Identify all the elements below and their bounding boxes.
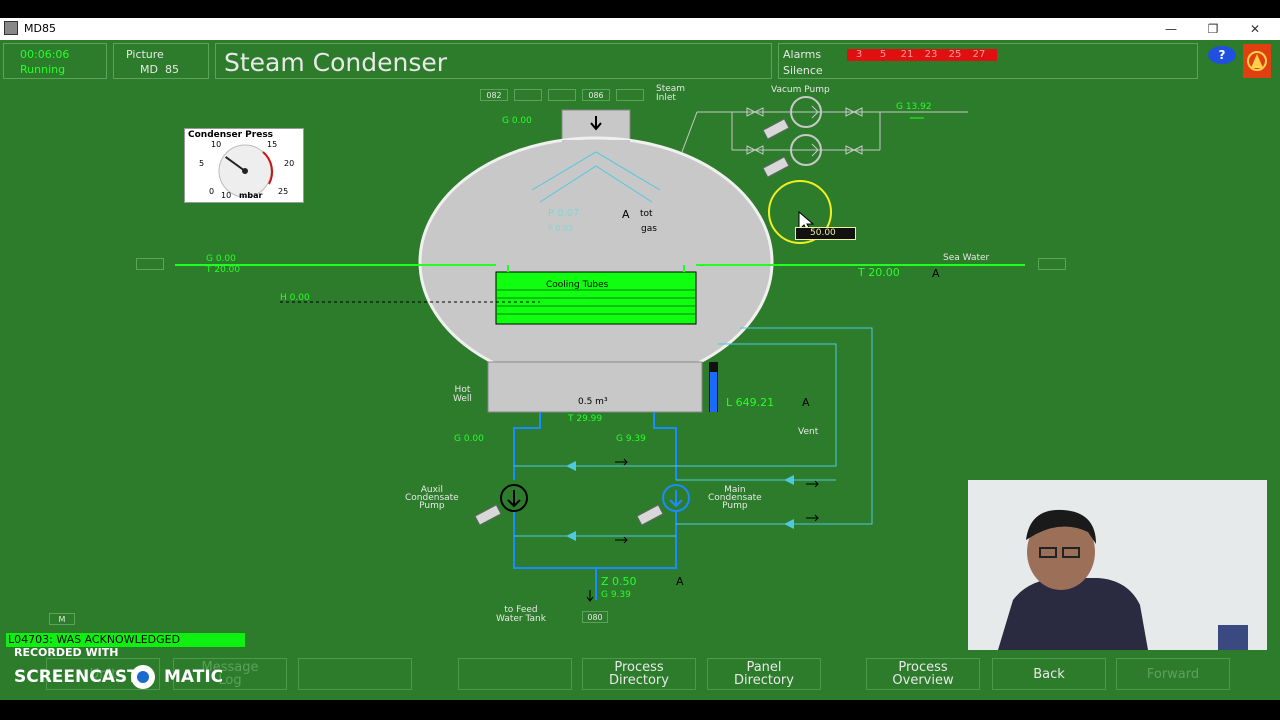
gauge-tick-20: 20	[284, 159, 294, 168]
picture-box: Picture MD 85	[113, 43, 209, 79]
valve-tag-right[interactable]	[1038, 258, 1066, 270]
valve-tag-left[interactable]	[136, 258, 164, 270]
close-icon[interactable]: ✕	[1249, 22, 1261, 36]
steam-flow-value: G 0.00	[502, 116, 532, 126]
nav-button[interactable]: Back	[992, 658, 1106, 690]
gauge-tick-25: 25	[278, 187, 288, 196]
sea-water-label: Sea Water	[943, 253, 990, 263]
vacuum-pump-label: Vacum Pump	[771, 85, 830, 95]
picture-id: MD 85	[140, 63, 179, 76]
nav-button[interactable]: Forward	[1116, 658, 1230, 690]
steam-inlet-label: Steam Inlet	[656, 84, 686, 103]
nav-button[interactable]: Process Overview	[866, 658, 980, 690]
alarm-code[interactable]: 27	[972, 49, 986, 60]
window-title: MD85	[24, 22, 56, 35]
app-icon	[4, 21, 18, 35]
valve-tag[interactable]: 086	[582, 89, 610, 101]
nav-button[interactable]: Panel Directory	[707, 658, 821, 690]
sea-temp-mode: A	[932, 267, 940, 280]
nav-button[interactable]: Unit	[46, 658, 160, 690]
main-pump-flow: G 9.39	[616, 434, 646, 444]
hotwell-volume: 0.5 m³	[578, 397, 608, 407]
watermark-line1: RECORDED WITH	[14, 646, 119, 659]
gauge-unit: mbar	[239, 191, 262, 200]
gas-label: gas	[641, 224, 657, 234]
gauge-title: Condenser Press	[188, 130, 274, 140]
gauge-tick-5: 5	[199, 159, 204, 168]
watermark-logo	[131, 665, 155, 689]
z-mode: A	[676, 575, 684, 588]
main-pump-label: Main Condensate Pump	[708, 485, 762, 511]
drain-value: H 0.00	[280, 293, 310, 303]
feed-valve-tag[interactable]: 080	[582, 611, 608, 623]
m-tag[interactable]: M	[49, 613, 75, 625]
left-flow-value: G 0.00	[206, 254, 236, 264]
sea-temp-value: T 20.00	[858, 266, 900, 279]
sim-time: 00:06:06	[20, 48, 70, 61]
nav-button[interactable]	[458, 658, 572, 690]
z-value: Z 0.50	[601, 575, 637, 588]
webcam-overlay	[968, 480, 1267, 650]
valve-tag[interactable]	[616, 89, 644, 101]
page-title: Steam Condenser	[224, 48, 448, 77]
help-icon[interactable]: ?	[1208, 46, 1236, 64]
window-titlebar: MD85 — ❐ ✕	[0, 18, 1280, 40]
feed-water-label: to Feed Water Tank	[496, 605, 546, 624]
valve-tag[interactable]	[514, 89, 542, 101]
tot-label: tot	[640, 209, 653, 219]
watermark-screencast: SCREENCAST	[14, 667, 139, 687]
bottom-flow-value: G 9.39	[601, 590, 631, 600]
gauge-dial: 0 5 10 15 20 25 10 mbar	[199, 140, 294, 200]
alarm-code-strip[interactable]: 3 5 21 23 25 27	[847, 49, 997, 61]
gauge-tick-15: 15	[267, 140, 277, 149]
pressure-value: P 0.07	[548, 208, 580, 219]
alarms-button[interactable]: Alarms	[783, 48, 822, 61]
vacuum-flow-value: G 13.92	[896, 102, 932, 112]
gauge-tick-inner: 10	[221, 191, 231, 200]
alarm-code[interactable]: 3	[855, 49, 863, 60]
hotwell-level: L 649.21	[726, 396, 775, 409]
gauge-tick-0: 0	[209, 187, 214, 196]
nav-button[interactable]: Message Log	[173, 658, 287, 690]
minimize-icon[interactable]: —	[1165, 22, 1177, 36]
left-temp-value: T 20.00	[206, 265, 241, 275]
aux-pump-label: Auxil Condensate Pump	[405, 485, 459, 511]
gauge-tick-10: 10	[211, 140, 221, 149]
alarm-code[interactable]: 5	[879, 49, 887, 60]
condenser-diagram	[175, 96, 1025, 602]
alarm-code[interactable]: 25	[948, 49, 962, 60]
silence-button[interactable]: Silence	[783, 64, 823, 77]
valve-tag[interactable]: 082	[480, 89, 508, 101]
aux-pump-flow: G 0.00	[454, 434, 484, 444]
nav-button[interactable]	[298, 658, 412, 690]
vent-label: Vent	[798, 427, 819, 437]
setpoint-input[interactable]: 50.00	[795, 227, 856, 240]
watermark-matic: MATIC	[164, 667, 224, 687]
alarm-box: Alarms Silence 3 5 21 23 25 27	[778, 43, 1198, 79]
crest-logo	[1243, 44, 1271, 78]
valve-tag[interactable]	[548, 89, 576, 101]
restore-icon[interactable]: ❐	[1207, 22, 1219, 36]
hot-well-label: Hot Well	[453, 385, 472, 404]
condenser-press-gauge: Condenser Press 0 5 10 15 20 25 10 mbar	[184, 128, 304, 203]
level-mode: A	[802, 396, 810, 409]
pressure-mode: A	[622, 208, 630, 221]
message-line: L04703: WAS ACKNOWLEDGED	[6, 633, 245, 647]
process-panel: 00:06:06 Running Picture MD 85 Steam Con…	[0, 40, 1280, 700]
cooling-tubes-label: Cooling Tubes	[546, 280, 609, 290]
alarm-code[interactable]: 23	[924, 49, 938, 60]
hotwell-temp: T 29.99	[568, 414, 603, 424]
clock-box: 00:06:06 Running	[3, 43, 107, 79]
picture-label: Picture	[126, 48, 164, 61]
sim-state: Running	[20, 63, 66, 76]
nav-button[interactable]: Process Directory	[582, 658, 696, 690]
alarm-code[interactable]: 21	[900, 49, 914, 60]
pressure-sub-value: P 0.02	[548, 224, 574, 233]
title-box: Steam Condenser	[215, 43, 772, 79]
